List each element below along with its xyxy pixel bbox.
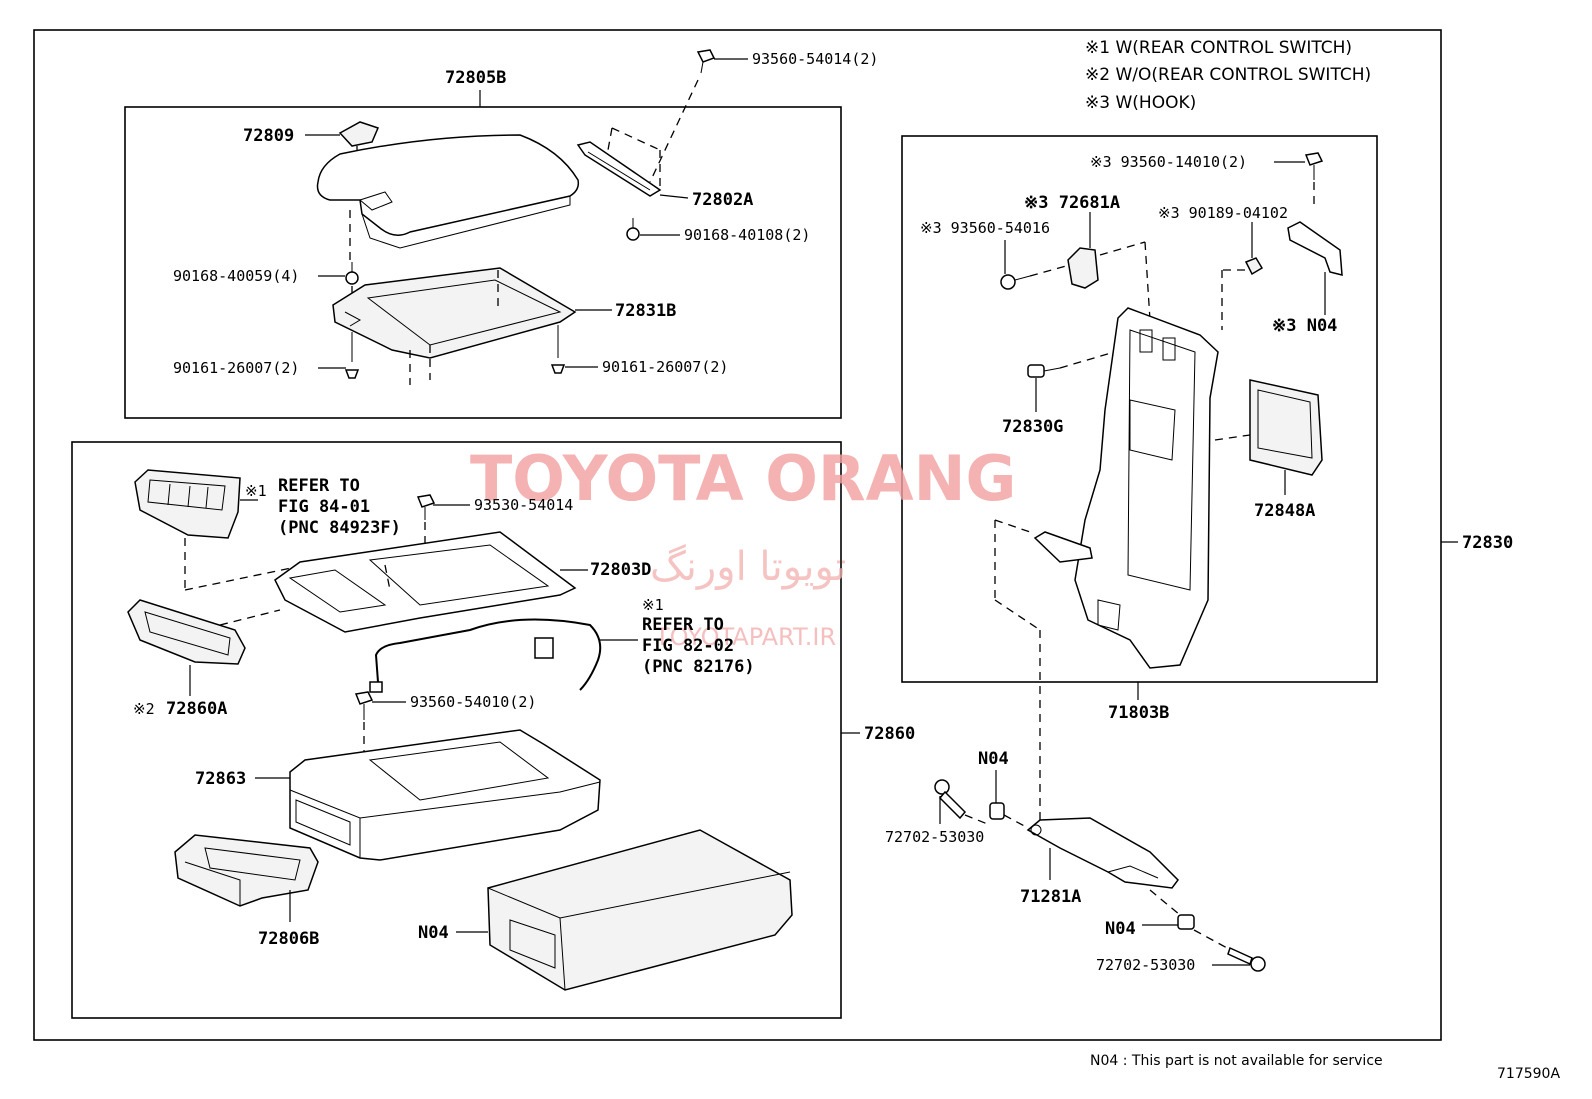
hook-bracket-icon	[1287, 221, 1343, 276]
pin-icon	[1027, 364, 1061, 378]
part-label-hook-screw: ※3 93560-14010(2)	[1090, 153, 1247, 171]
armrest-lid-icon	[316, 134, 580, 236]
watermark-brand: TOYOTA ORANG	[470, 442, 1016, 515]
part-label-screw-box: 93560-54010(2)	[410, 693, 536, 711]
hinge-icon	[576, 141, 662, 197]
part-label-pin: 72830G	[1002, 417, 1063, 437]
console-panel-icon	[274, 531, 577, 633]
part-label-lid-plate: 72831B	[615, 301, 676, 321]
part-label-bolt-lower: 72702-53030	[1096, 956, 1195, 974]
part-label-cup-holder: 72806B	[258, 929, 319, 949]
outer-frame	[33, 29, 1442, 1041]
note-mark-switch: ※1	[245, 482, 267, 500]
screw-icon	[1000, 274, 1031, 290]
part-label-hook-part: ※3 72681A	[1024, 193, 1120, 213]
hook-icon	[1067, 247, 1099, 289]
cover-plate-icon	[1249, 379, 1323, 476]
group-label-lid: 72805B	[445, 68, 506, 88]
group-label-frame: 71803B	[1108, 703, 1169, 723]
part-label-screw-left: 90161-26007(2)	[173, 359, 299, 377]
lid-plate-icon	[332, 267, 577, 359]
bushing-icon	[1177, 914, 1195, 930]
note-mark-wire: ※1	[642, 596, 664, 614]
refer-switch-line-3: (PNC 84923F)	[278, 518, 401, 538]
figure-id: 717590A	[1497, 1066, 1560, 1082]
part-label-screw-right: 90161-26007(2)	[602, 358, 728, 376]
screw-icon	[344, 332, 360, 379]
part-label-hook-bracket: ※3 N04	[1272, 316, 1337, 336]
legend-line-3: ※3 W(HOOK)	[1085, 93, 1196, 113]
part-label-box: 72863	[195, 769, 246, 789]
legend-line-1: ※1 W(REAR CONTROL SWITCH)	[1085, 38, 1352, 58]
control-switch-icon	[134, 469, 241, 539]
bushing-icon	[989, 802, 1005, 820]
bolt-icon	[934, 779, 967, 820]
part-label-lid-hinge-cover: 72809	[243, 126, 294, 146]
refer-switch-line-2: FIG 84-01	[278, 497, 370, 517]
part-label-panel: 72803D	[590, 560, 651, 580]
part-label-hinge: 72802A	[692, 190, 753, 210]
screw-icon	[354, 691, 374, 720]
wire-harness-icon	[374, 618, 602, 691]
refer-wire-line-2: FIG 82-02	[642, 636, 734, 656]
storage-bin-icon	[487, 829, 793, 991]
part-label-bushing-lower: N04	[1105, 919, 1136, 939]
armrest-frame-icon	[1074, 307, 1219, 669]
screw-icon	[550, 325, 566, 374]
group-label-main: 72830	[1462, 533, 1513, 553]
part-label-screw-top: 93560-54014(2)	[752, 50, 878, 68]
refer-switch-line-1: REFER TO	[278, 476, 360, 496]
console-box-icon	[289, 729, 601, 861]
armrest-frame-group-frame	[901, 135, 1378, 683]
watermark-persian: تویوتا اورنگ	[650, 544, 846, 590]
lower-group-frame	[71, 441, 842, 1019]
bolt-icon	[345, 262, 359, 285]
part-label-hook-screw-left: ※3 93560-54016	[920, 219, 1050, 237]
group-label-lower: 72860	[864, 724, 915, 744]
part-label-bolt-hinge: 90168-40108(2)	[684, 226, 810, 244]
lid-group-frame	[124, 106, 842, 419]
lid-hinge-cover-icon	[338, 121, 380, 147]
screw-icon	[416, 494, 436, 520]
footer-note: N04 : This part is not available for ser…	[1090, 1053, 1383, 1069]
part-label-cover-plate: 72848A	[1254, 501, 1315, 521]
part-label-hook-clip: ※3 90189-04102	[1158, 204, 1288, 222]
legend-line-2: ※2 W/O(REAR CONTROL SWITCH)	[1085, 65, 1371, 85]
refer-wire-line-3: (PNC 82176)	[642, 657, 755, 677]
screw-icon	[696, 49, 716, 74]
refer-wire-line-1: REFER TO	[642, 615, 724, 635]
bolt-icon	[1227, 946, 1266, 972]
screw-icon	[1304, 152, 1324, 180]
part-label-bracket: 71281A	[1020, 887, 1081, 907]
part-label-screw-panel: 93530-54014	[474, 496, 573, 514]
part-label-bin: N04	[418, 923, 449, 943]
note-mark-tray: ※2	[133, 700, 155, 718]
part-label-bolt-lid: 90168-40059(4)	[173, 267, 299, 285]
watermark-url: TOYOTAPART.IR	[654, 623, 836, 651]
part-label-bolt-upper: 72702-53030	[885, 828, 984, 846]
cup-holder-icon	[174, 834, 319, 907]
part-label-tray: 72860A	[166, 699, 227, 719]
clip-icon	[1244, 257, 1264, 276]
part-label-bushing: N04	[978, 749, 1009, 769]
bolt-icon	[626, 218, 640, 241]
